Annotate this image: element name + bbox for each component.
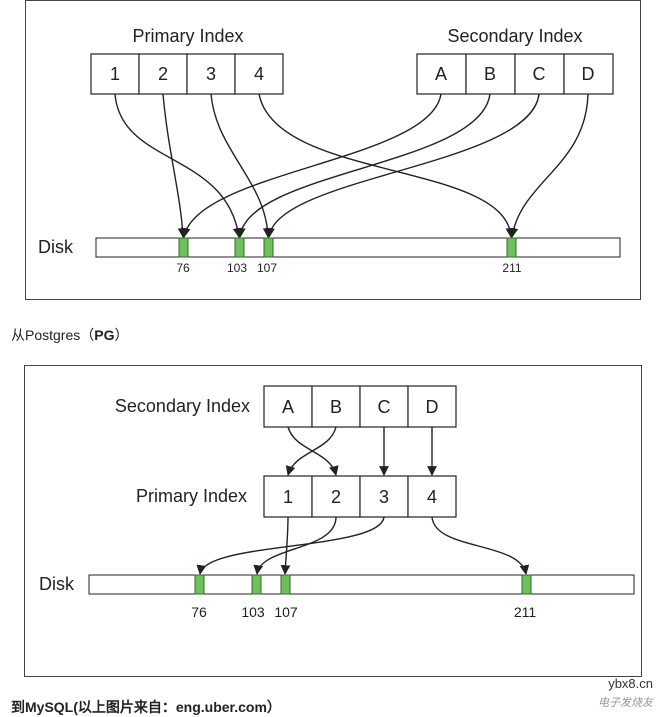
pg-arrow-B-to-103 <box>235 93 491 238</box>
pg-disk-offset: 103 <box>227 261 247 275</box>
mysql-secondary-title: Secondary Index <box>115 396 250 416</box>
mysql-secondary-cell: D <box>426 397 439 417</box>
caption-mysql: 到MySQL(以上图片来自：eng.uber.com） <box>11 699 281 715</box>
pg-disk-offset: 107 <box>257 261 277 275</box>
watermark-site: ybx8.cn <box>608 676 653 691</box>
pg-disk-block <box>234 237 245 258</box>
mysql-primary-cell: 2 <box>331 487 341 507</box>
caption-postgres: 从Postgres（PG） <box>11 327 129 343</box>
pg-disk-bar <box>95 237 621 258</box>
pg-secondary-cell: B <box>484 64 496 84</box>
mysql-primary-cell: 1 <box>283 487 293 507</box>
mysql-secondary-cell: A <box>282 397 294 417</box>
mysql-disk-block <box>194 574 205 595</box>
mysql-primary-cell: 3 <box>379 487 389 507</box>
pg-disk-offset: 211 <box>502 261 521 275</box>
pg-arrow-D-to-211 <box>508 93 589 238</box>
mysql-primary-title: Primary Index <box>136 486 247 506</box>
postgres-diagram-svg: Primary Index Secondary Index 1 2 3 4 A … <box>38 26 621 275</box>
pg-primary-cell: 1 <box>110 64 120 84</box>
mysql-disk-offset: 211 <box>514 604 537 620</box>
postgres-diagram: Primary Index Secondary Index 1 2 3 4 A … <box>25 0 641 300</box>
mysql-disk-block <box>251 574 262 595</box>
pg-secondary-index: A B C D <box>416 53 614 95</box>
mysql-primary-index: 1 2 3 4 <box>263 475 457 518</box>
mysql-pointer-arrows <box>196 426 530 575</box>
mysql-disk-offset: 103 <box>241 604 265 620</box>
mysql-disk-block <box>521 574 532 595</box>
mysql-disk-bar <box>88 574 635 595</box>
pg-disk-block <box>506 237 517 258</box>
pg-secondary-cell: A <box>435 64 447 84</box>
pg-secondary-cell: C <box>533 64 546 84</box>
pg-pointer-arrows <box>114 93 589 238</box>
mysql-disk-offset: 76 <box>191 604 207 620</box>
pg-arrow-A-to-76 <box>180 93 442 238</box>
pg-primary-index: 1 2 3 4 <box>90 53 284 95</box>
mysql-arrow-1-to-107 <box>280 516 291 575</box>
mysql-secondary-index: A B C D <box>263 385 457 428</box>
mysql-disk-label: Disk <box>39 574 75 594</box>
pg-secondary-cell: D <box>582 64 595 84</box>
pg-primary-cell: 4 <box>254 64 264 84</box>
pg-arrow-C-to-107 <box>265 93 540 238</box>
watermark-brand: 电子发烧友 <box>598 697 653 709</box>
mysql-diagram-svg: Secondary Index A B C D Primary Index 1 … <box>39 385 635 620</box>
pg-arrow-3-to-107 <box>210 93 273 238</box>
pg-disk-block <box>263 237 274 258</box>
pg-arrow-1-to-103 <box>114 93 243 238</box>
pg-arrow-4-to-211 <box>258 93 516 238</box>
mysql-disk-block <box>280 574 291 595</box>
pg-secondary-title: Secondary Index <box>447 26 582 46</box>
mysql-primary-cell: 4 <box>427 487 437 507</box>
mysql-arrow-4-to-211 <box>431 516 530 575</box>
mysql-arrow-B-to-1 <box>285 426 337 476</box>
mysql-secondary-cell: C <box>378 397 391 417</box>
mysql-arrow-2-to-103 <box>253 516 337 575</box>
mysql-arrow-3-to-76 <box>196 516 385 575</box>
pg-disk-block <box>178 237 189 258</box>
mysql-disk-offset: 107 <box>274 604 298 620</box>
pg-primary-title: Primary Index <box>132 26 243 46</box>
pg-disk-label: Disk <box>38 237 74 257</box>
pg-arrow-2-to-76 <box>162 93 188 238</box>
pg-disk-offset: 76 <box>176 261 190 275</box>
pg-primary-cell: 2 <box>158 64 168 84</box>
mysql-secondary-cell: B <box>330 397 342 417</box>
mysql-diagram: Secondary Index A B C D Primary Index 1 … <box>24 365 642 677</box>
pg-primary-cell: 3 <box>206 64 216 84</box>
